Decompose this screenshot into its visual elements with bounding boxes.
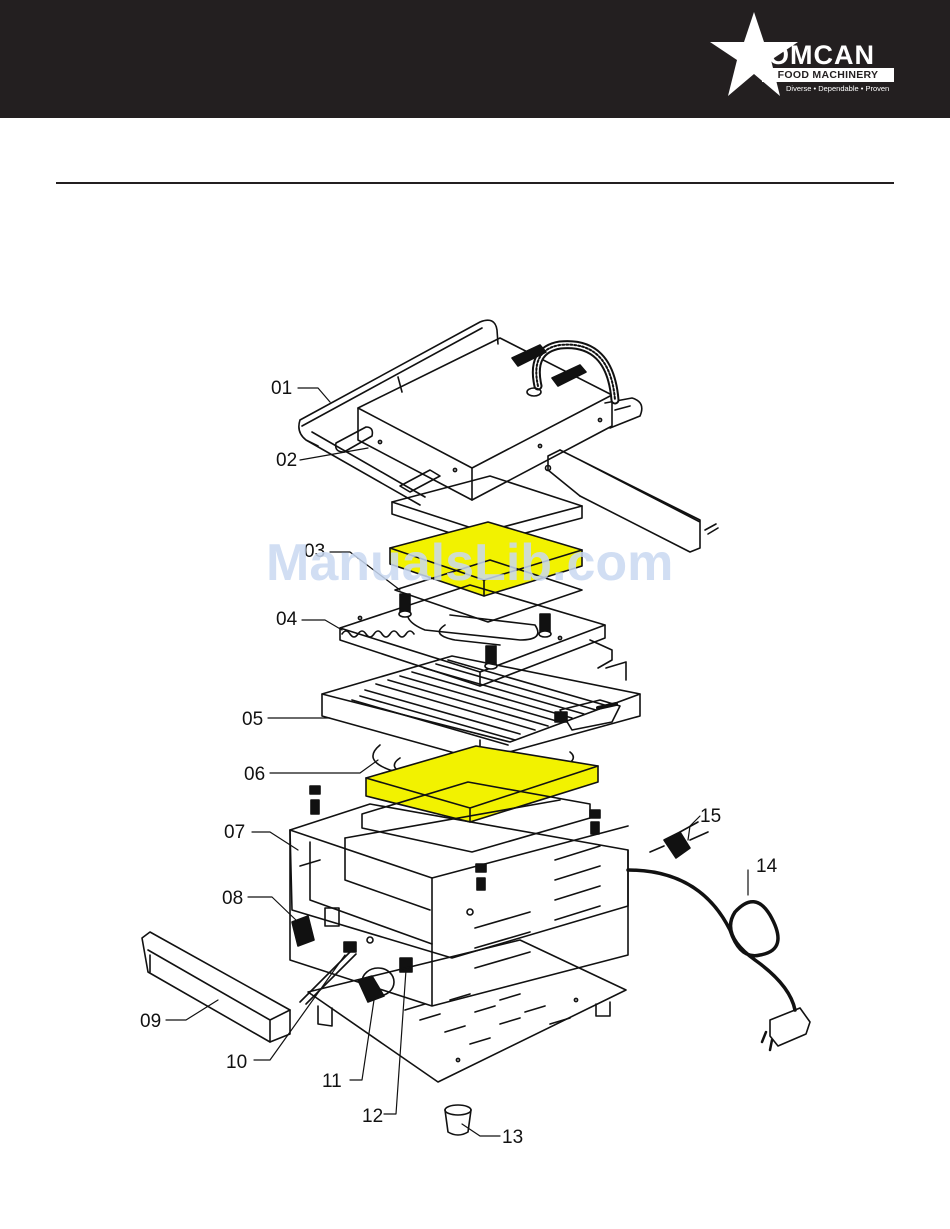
callout-09: 09 [140,1011,161,1032]
power-switch [292,916,314,946]
callout-02: 02 [276,450,297,471]
drip-tray [142,932,290,1042]
base-plate [308,940,626,1082]
callout-11: 11 [322,1071,342,1092]
callout-07: 07 [224,822,245,843]
watermark-text: ManualsLib.com [266,533,673,593]
lower-heating-element [362,745,598,852]
callout-08: 08 [222,888,243,909]
callout-15: 15 [700,806,721,827]
thermostat-probe [300,942,356,1004]
thermostat-knob [358,968,394,1002]
terminal-block [650,822,708,858]
flexible-conduit [512,345,615,400]
callout-13: 13 [502,1127,523,1148]
power-cord [628,870,810,1050]
callout-14: 14 [756,856,778,877]
callout-01: 01 [271,378,292,399]
callout-10: 10 [226,1052,247,1073]
top-plate-assembly [299,320,718,552]
rubber-foot [445,1105,471,1135]
callout-05: 05 [242,709,263,730]
callout-12: 12 [362,1106,383,1127]
callout-06: 06 [244,764,265,785]
callout-04: 04 [276,609,298,630]
upper-grill-plate [340,585,612,686]
